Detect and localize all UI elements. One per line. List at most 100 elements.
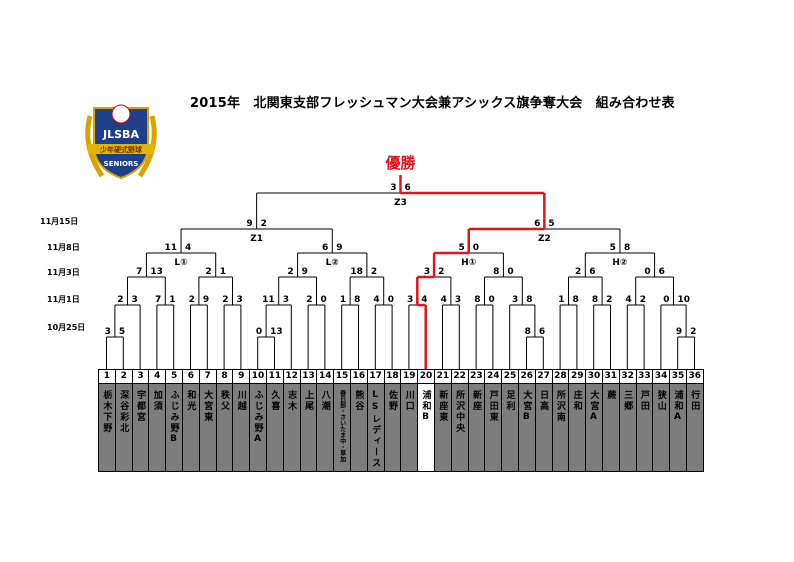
- qf-label: H①: [461, 258, 476, 268]
- baseball-icon: [111, 104, 131, 124]
- r1-match-score-left: 3: [407, 295, 413, 305]
- team-number: 30: [585, 369, 603, 384]
- team-name: ふじみ野A: [249, 383, 267, 472]
- r1-match-score-right: 9: [203, 295, 209, 305]
- r1-match-score-right: 1: [169, 295, 175, 305]
- team-number: 6: [181, 369, 200, 384]
- r2-match-score-right: 0: [507, 267, 513, 277]
- team-number: 7: [198, 369, 217, 384]
- team-name: 戸田東: [484, 383, 503, 472]
- r1-match-score-left: 3: [512, 295, 518, 305]
- r1-match-score-left: 4: [373, 295, 379, 305]
- r2-match-score-right: 2: [438, 267, 444, 277]
- team-name: 深谷彩北: [114, 383, 133, 472]
- team-name: 新座東: [433, 383, 452, 472]
- r1-match-score-left: 1: [340, 295, 346, 305]
- team-number: 24: [484, 369, 503, 384]
- team-number: 27: [534, 369, 553, 384]
- team-number: 19: [400, 369, 419, 384]
- r1-match-score-left: 4: [625, 295, 631, 305]
- r2-match-score-right: 6: [589, 267, 595, 277]
- team-number: 26: [517, 369, 536, 384]
- team-name: 大宮B: [517, 383, 536, 472]
- team-name: 久喜: [265, 383, 284, 472]
- r1-match-score-right: 8: [526, 295, 532, 305]
- r1-match-score-right: 3: [283, 295, 289, 305]
- r3-match-score-right: 0: [473, 243, 479, 253]
- team-name: LSレディース: [366, 383, 385, 472]
- team-name: 和光: [181, 383, 200, 472]
- team-name: 浦和B: [417, 383, 435, 472]
- r3-match-score-left: 6: [322, 243, 328, 253]
- team-number: 20: [417, 369, 435, 384]
- team-number: 8: [215, 369, 234, 384]
- r1-match-score-left: 7: [155, 295, 161, 305]
- r1-match-score-right: 0: [321, 295, 327, 305]
- team-name: 所沢中央: [450, 383, 469, 472]
- r0-match-score-right: 2: [690, 327, 696, 337]
- r0-match-score-right: 5: [119, 327, 125, 337]
- r1-match-score-right: 0: [489, 295, 495, 305]
- team-name: 日高: [534, 383, 553, 472]
- r1-match-score-left: 2: [117, 295, 123, 305]
- team-number: 33: [635, 369, 654, 384]
- team-number: 14: [316, 369, 335, 384]
- team-number: 17: [366, 369, 385, 384]
- team-number: 32: [618, 369, 637, 384]
- r1-match-score-right: 2: [640, 295, 646, 305]
- r0-match-score-left: 3: [105, 327, 111, 337]
- team-name: 浦和A: [669, 383, 687, 472]
- team-name: 志木: [282, 383, 301, 472]
- r1-match-score-right: 8: [573, 295, 579, 305]
- team-name: ふじみ野B: [165, 383, 183, 472]
- qf-label: H②: [612, 258, 627, 268]
- r1-match-score-left: 2: [306, 295, 312, 305]
- r4-match-score-right: 2: [261, 219, 267, 229]
- team-name: 庄和: [568, 383, 587, 472]
- r2-match-score-left: 8: [493, 267, 499, 277]
- r1-match-score-left: 8: [474, 295, 480, 305]
- date-label-11-3: 11月3日: [47, 268, 80, 277]
- team-number: 34: [652, 369, 671, 384]
- team-name: 狭山: [652, 383, 671, 472]
- team-name: 蕨: [601, 383, 620, 472]
- svg-text:少年硬式野球: 少年硬式野球: [99, 145, 143, 154]
- r1-match-score-right: 0: [388, 295, 394, 305]
- team-name: 三郷: [618, 383, 637, 472]
- r2-match-score-right: 13: [150, 267, 163, 277]
- team-number: 18: [383, 369, 402, 384]
- final-match-score-right: 6: [405, 183, 411, 193]
- team-name: 八潮: [316, 383, 335, 472]
- team-number: 11: [265, 369, 284, 384]
- svg-text:JLSBA: JLSBA: [102, 128, 139, 141]
- r1-match-score-left: 11: [262, 295, 275, 305]
- team-name: 新座: [467, 383, 486, 472]
- r1-match-score-right: 3: [237, 295, 243, 305]
- team-name: 秩父: [215, 383, 234, 472]
- team-name: 所沢南: [551, 383, 570, 472]
- team-name: 大宮A: [585, 383, 603, 472]
- r2-match-score-right: 2: [371, 267, 377, 277]
- svg-text:SENIORS: SENIORS: [104, 160, 139, 168]
- team-name: 上尾: [299, 383, 318, 472]
- r1-match-score-right: 3: [455, 295, 461, 305]
- date-label-10-25: 10月25日: [47, 323, 86, 332]
- team-number: 9: [232, 369, 251, 384]
- r1-match-score-left: 2: [189, 295, 195, 305]
- r0-match-score-left: 9: [676, 327, 682, 337]
- team-number: 31: [601, 369, 620, 384]
- champion-label: 優勝: [384, 154, 416, 172]
- jlsba-seniors-logo: JLSBA 少年硬式野球 SENIORS: [85, 104, 157, 180]
- r2-match-score-left: 0: [644, 267, 650, 277]
- r1-match-score-right: 2: [606, 295, 612, 305]
- team-number: 3: [131, 369, 150, 384]
- date-label-11-8: 11月8日: [47, 243, 80, 252]
- r2-match-score-right: 6: [659, 267, 665, 277]
- r4-match-score-left: 6: [534, 219, 540, 229]
- r4-match-score-right: 5: [548, 219, 554, 229]
- r3-match-score-left: 11: [165, 243, 178, 253]
- team-name: 足利: [501, 383, 519, 472]
- r2-match-score-left: 2: [575, 267, 581, 277]
